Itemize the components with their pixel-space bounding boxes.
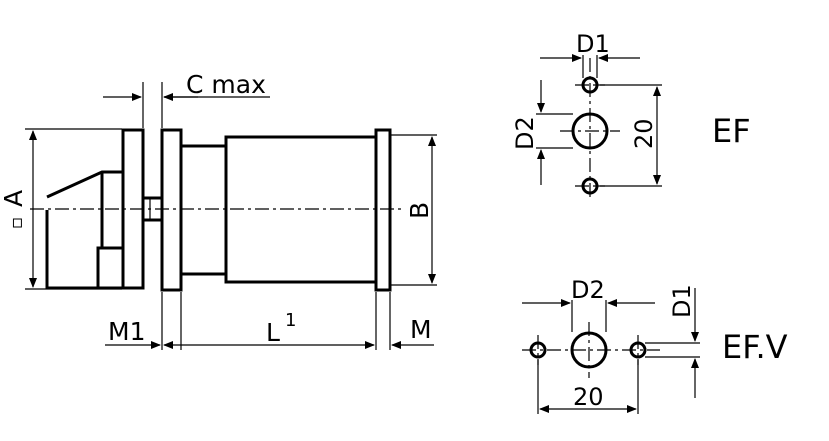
knob-bottom xyxy=(45,210,125,290)
efv-label-d2: D2 xyxy=(571,276,605,304)
efv-center-hole xyxy=(570,331,608,369)
efv-label-20: 20 xyxy=(573,383,604,411)
end-flange xyxy=(374,128,392,292)
ef-title: EF xyxy=(712,112,751,150)
neck xyxy=(179,144,228,276)
side-view: C max ▫ A B M1 L 1 M xyxy=(0,70,437,350)
efv-right-hole xyxy=(629,341,647,359)
panel-flange xyxy=(160,128,183,292)
efv-label-d1: D1 xyxy=(668,284,696,318)
label-a-square-symbol: ▫ xyxy=(6,217,27,229)
ef-hole-pattern: D1 D2 20 EF xyxy=(511,30,751,198)
label-m1: M1 xyxy=(108,317,145,346)
efv-title: EF.V xyxy=(722,328,788,366)
efv-hole-pattern: D2 D1 20 EF.V xyxy=(522,276,788,414)
label-c-max: C max xyxy=(186,70,266,99)
label-l-superscript: 1 xyxy=(285,310,296,331)
ef-label-d2: D2 xyxy=(511,116,539,150)
efv-left-hole xyxy=(529,341,547,359)
ef-bottom-hole xyxy=(581,177,599,195)
label-a: A xyxy=(0,190,28,207)
label-b: B xyxy=(405,202,434,219)
knob-top xyxy=(46,170,125,248)
ef-top-hole xyxy=(581,76,599,94)
ef-center-hole xyxy=(571,112,609,150)
label-l: L xyxy=(266,318,280,347)
label-m: M xyxy=(410,315,432,344)
ef-label-20: 20 xyxy=(630,118,658,149)
ef-label-d1: D1 xyxy=(576,30,610,58)
